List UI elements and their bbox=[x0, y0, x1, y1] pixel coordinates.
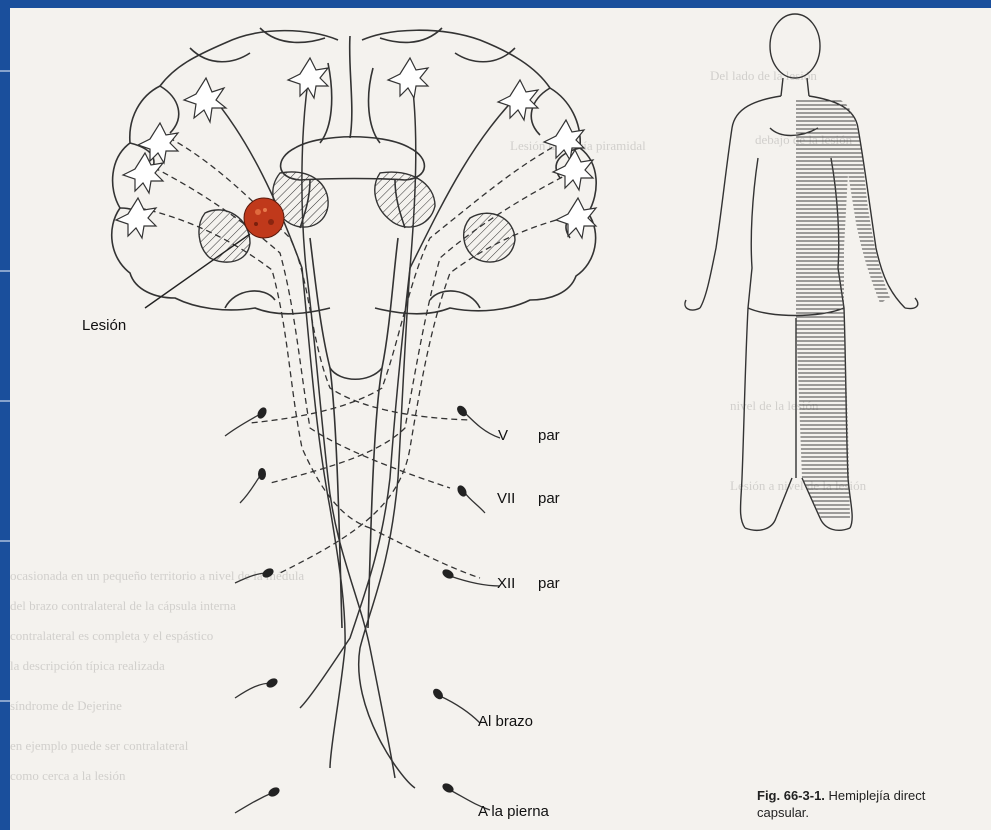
caption-line-2: capsular. bbox=[757, 804, 991, 821]
right-thalamus bbox=[375, 172, 435, 227]
scanned-page: Del lado de la lesión debajo de la lesió… bbox=[10, 8, 991, 830]
xii-par-number: XII bbox=[497, 575, 515, 592]
neuron-cell bbox=[556, 198, 596, 238]
hemiplegia-diagram: Lesión V par VII par XII par Al brazo A … bbox=[10, 8, 991, 830]
neuron-cell bbox=[388, 58, 428, 98]
lesion-label: Lesión bbox=[82, 317, 126, 334]
figure-caption: Fig. 66-3-1. Hemiplejía direct capsular. bbox=[757, 787, 991, 821]
neuron-cell bbox=[116, 198, 156, 238]
caption-line-1: Hemiplejía direct bbox=[829, 788, 926, 803]
figure-number: Fig. 66-3-1. bbox=[757, 788, 825, 803]
arm-label: Al brazo bbox=[478, 713, 533, 730]
neuron-cell bbox=[184, 78, 226, 122]
affected-side-shading bbox=[796, 98, 890, 520]
slide-border bbox=[0, 0, 10, 830]
v-par-number: V bbox=[498, 427, 508, 444]
neuron-cell bbox=[288, 58, 328, 98]
leg-label: A la pierna bbox=[478, 803, 550, 820]
brainstem-left bbox=[310, 238, 342, 628]
xii-par-word: par bbox=[538, 575, 560, 592]
neuron-cell bbox=[553, 150, 593, 190]
vii-par-word: par bbox=[538, 490, 560, 507]
neuron-cell bbox=[123, 153, 163, 193]
left-basal-ganglion bbox=[199, 210, 250, 262]
vii-par-number: VII bbox=[497, 490, 515, 507]
lesion-spot bbox=[244, 198, 284, 238]
v-par-word: par bbox=[538, 427, 560, 444]
